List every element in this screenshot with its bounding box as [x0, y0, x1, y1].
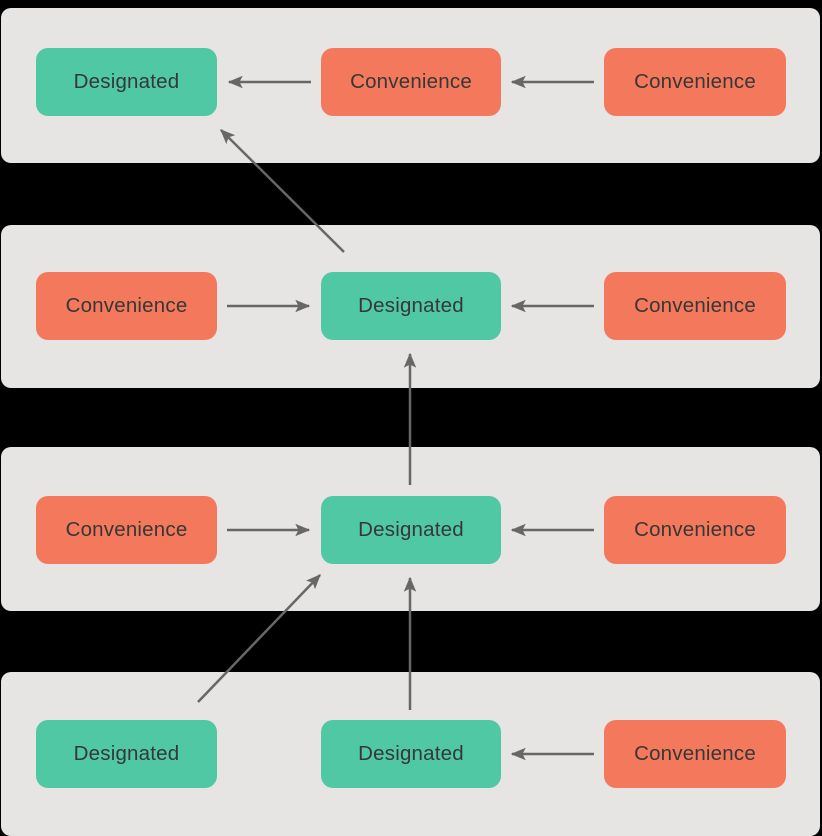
row-2-mid-designated-box: Designated	[321, 272, 501, 340]
row-2-left-convenience-box: Convenience	[36, 272, 217, 340]
row-4-right-convenience-box: Convenience	[604, 720, 786, 788]
row-3-left-convenience-box: Convenience	[36, 496, 217, 564]
row-3-right-convenience-box: Convenience	[604, 496, 786, 564]
row-1-right-convenience-box: Convenience	[604, 48, 786, 116]
row-4-left-designated-box: Designated	[36, 720, 217, 788]
row-1-mid-convenience-box: Convenience	[321, 48, 501, 116]
row-2-right-convenience-box: Convenience	[604, 272, 786, 340]
row-4-mid-designated-box: Designated	[321, 720, 501, 788]
row-3-mid-designated-box: Designated	[321, 496, 501, 564]
row-1-left-designated-box: Designated	[36, 48, 217, 116]
